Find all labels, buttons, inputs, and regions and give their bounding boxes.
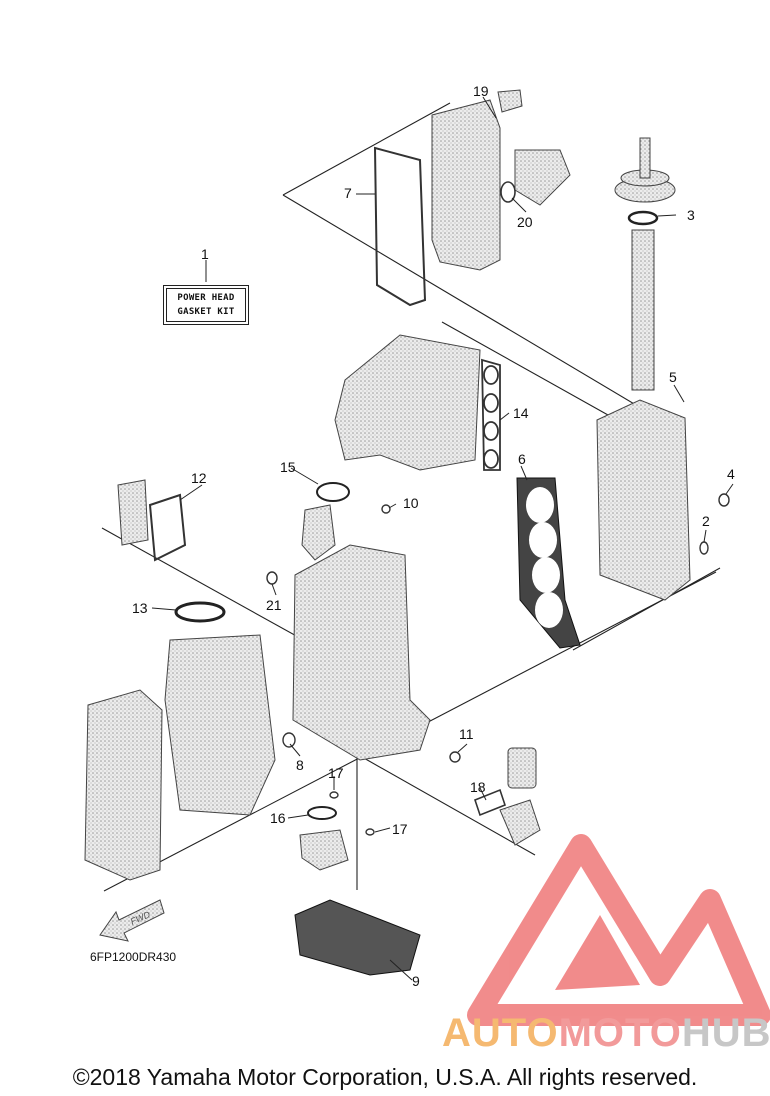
kit-label-line-2: GASKET KIT — [177, 307, 235, 317]
callout-9: 9 — [412, 973, 420, 989]
crankshaft — [164, 634, 276, 816]
throttle-body — [301, 504, 336, 561]
callout-20: 20 — [517, 214, 533, 230]
callout-17-lower: 17 — [392, 821, 408, 837]
watermark-part-3: HUB — [681, 1011, 770, 1055]
gasket-12 — [148, 493, 187, 562]
callout-19: 19 — [473, 83, 489, 99]
callout-leaders — [151, 96, 734, 981]
cylinder-head-gasket — [516, 477, 581, 649]
o-ring-16 — [307, 806, 337, 820]
callout-1: 1 — [201, 246, 209, 262]
callout-8: 8 — [296, 757, 304, 773]
gasket-18 — [474, 788, 506, 817]
watermark-part-2: MOTO — [558, 1011, 682, 1055]
callout-2: 2 — [702, 513, 710, 529]
callout-10: 10 — [403, 495, 419, 511]
exhaust-guide-gasket — [294, 899, 421, 976]
head-cover-gasket — [373, 146, 427, 307]
cylinder-block — [292, 544, 431, 761]
callout-17-upper: 17 — [328, 765, 344, 781]
kit-label-line-1: POWER HEAD — [177, 293, 235, 303]
watermark-part-1: AUTO — [442, 1011, 559, 1055]
fwd-arrow-icon — [99, 899, 165, 942]
oil-filter-assembly — [499, 747, 541, 846]
callout-14: 14 — [513, 405, 529, 421]
oil-seal-13 — [174, 601, 226, 623]
oil-pump — [299, 829, 349, 871]
callout-13: 13 — [132, 600, 148, 616]
callout-18: 18 — [470, 779, 486, 795]
callout-15: 15 — [280, 459, 296, 475]
copyright-notice: ©2018 Yamaha Motor Corporation, U.S.A. A… — [72, 1064, 698, 1090]
o-ring-3 — [627, 210, 659, 226]
o-ring-15 — [316, 482, 350, 502]
callout-11: 11 — [459, 726, 474, 742]
diagram-code: 6FP1200DR430 — [90, 950, 177, 964]
watermark-text: AUTOMOTOHUB — [442, 1013, 770, 1053]
plate-12 — [117, 479, 149, 546]
camshaft-assembly — [614, 137, 676, 391]
callout-3: 3 — [687, 207, 695, 223]
power-head-gasket-kit-label: POWER HEAD GASKET KIT — [163, 285, 249, 325]
intake-gasket — [481, 358, 501, 471]
cylinder-head — [596, 399, 691, 601]
callout-16: 16 — [270, 810, 286, 826]
callout-21: 21 — [266, 597, 282, 613]
o-ring-20 — [500, 181, 516, 203]
callout-4: 4 — [727, 466, 735, 482]
callout-5: 5 — [669, 369, 677, 385]
head-cover — [431, 89, 571, 271]
callout-12: 12 — [191, 470, 207, 486]
callout-7: 7 — [344, 185, 352, 201]
intake-manifold — [334, 334, 481, 471]
small-fasteners — [266, 493, 730, 836]
callout-6: 6 — [518, 451, 526, 467]
crankcase — [84, 689, 163, 881]
watermark-logo — [467, 834, 770, 1026]
